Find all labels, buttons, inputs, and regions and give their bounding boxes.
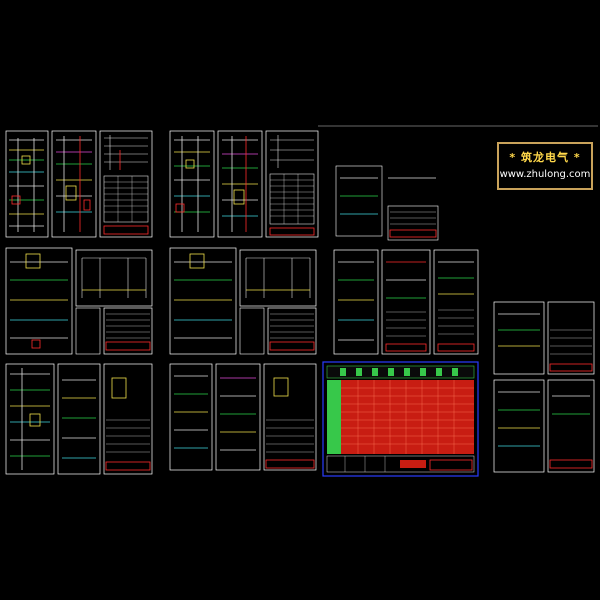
sheet-row1-f	[265, 130, 319, 238]
sheet-row1-c	[99, 130, 153, 238]
sheet-mid-right-b	[433, 249, 479, 355]
sheet-row1-e	[217, 130, 263, 238]
sheet-row2-b	[75, 249, 153, 355]
sheet-row3-b	[57, 363, 153, 475]
sheet-mid-right-a	[333, 249, 431, 355]
sheet-row2-d	[239, 249, 317, 355]
sheet-row2-a	[5, 247, 73, 355]
sheet-row3-d	[215, 363, 317, 471]
sheet-small-top	[335, 165, 439, 241]
sheet-row2-c	[169, 247, 237, 355]
sheet-far-right-b	[493, 379, 595, 473]
logo-title: * 筑龙电气 *	[509, 151, 581, 164]
sheet-row1-d	[169, 130, 215, 238]
sheet-row3-a	[5, 363, 55, 475]
distribution-panel-red	[322, 361, 479, 477]
zhulong-logo: * 筑龙电气 * www.zhulong.com	[497, 142, 593, 190]
logo-url: www.zhulong.com	[499, 169, 591, 180]
sheet-row1-a	[5, 130, 49, 238]
sheet-far-right-a	[493, 301, 595, 375]
sheet-row3-c	[169, 363, 213, 471]
sheet-row1-b	[51, 130, 97, 238]
